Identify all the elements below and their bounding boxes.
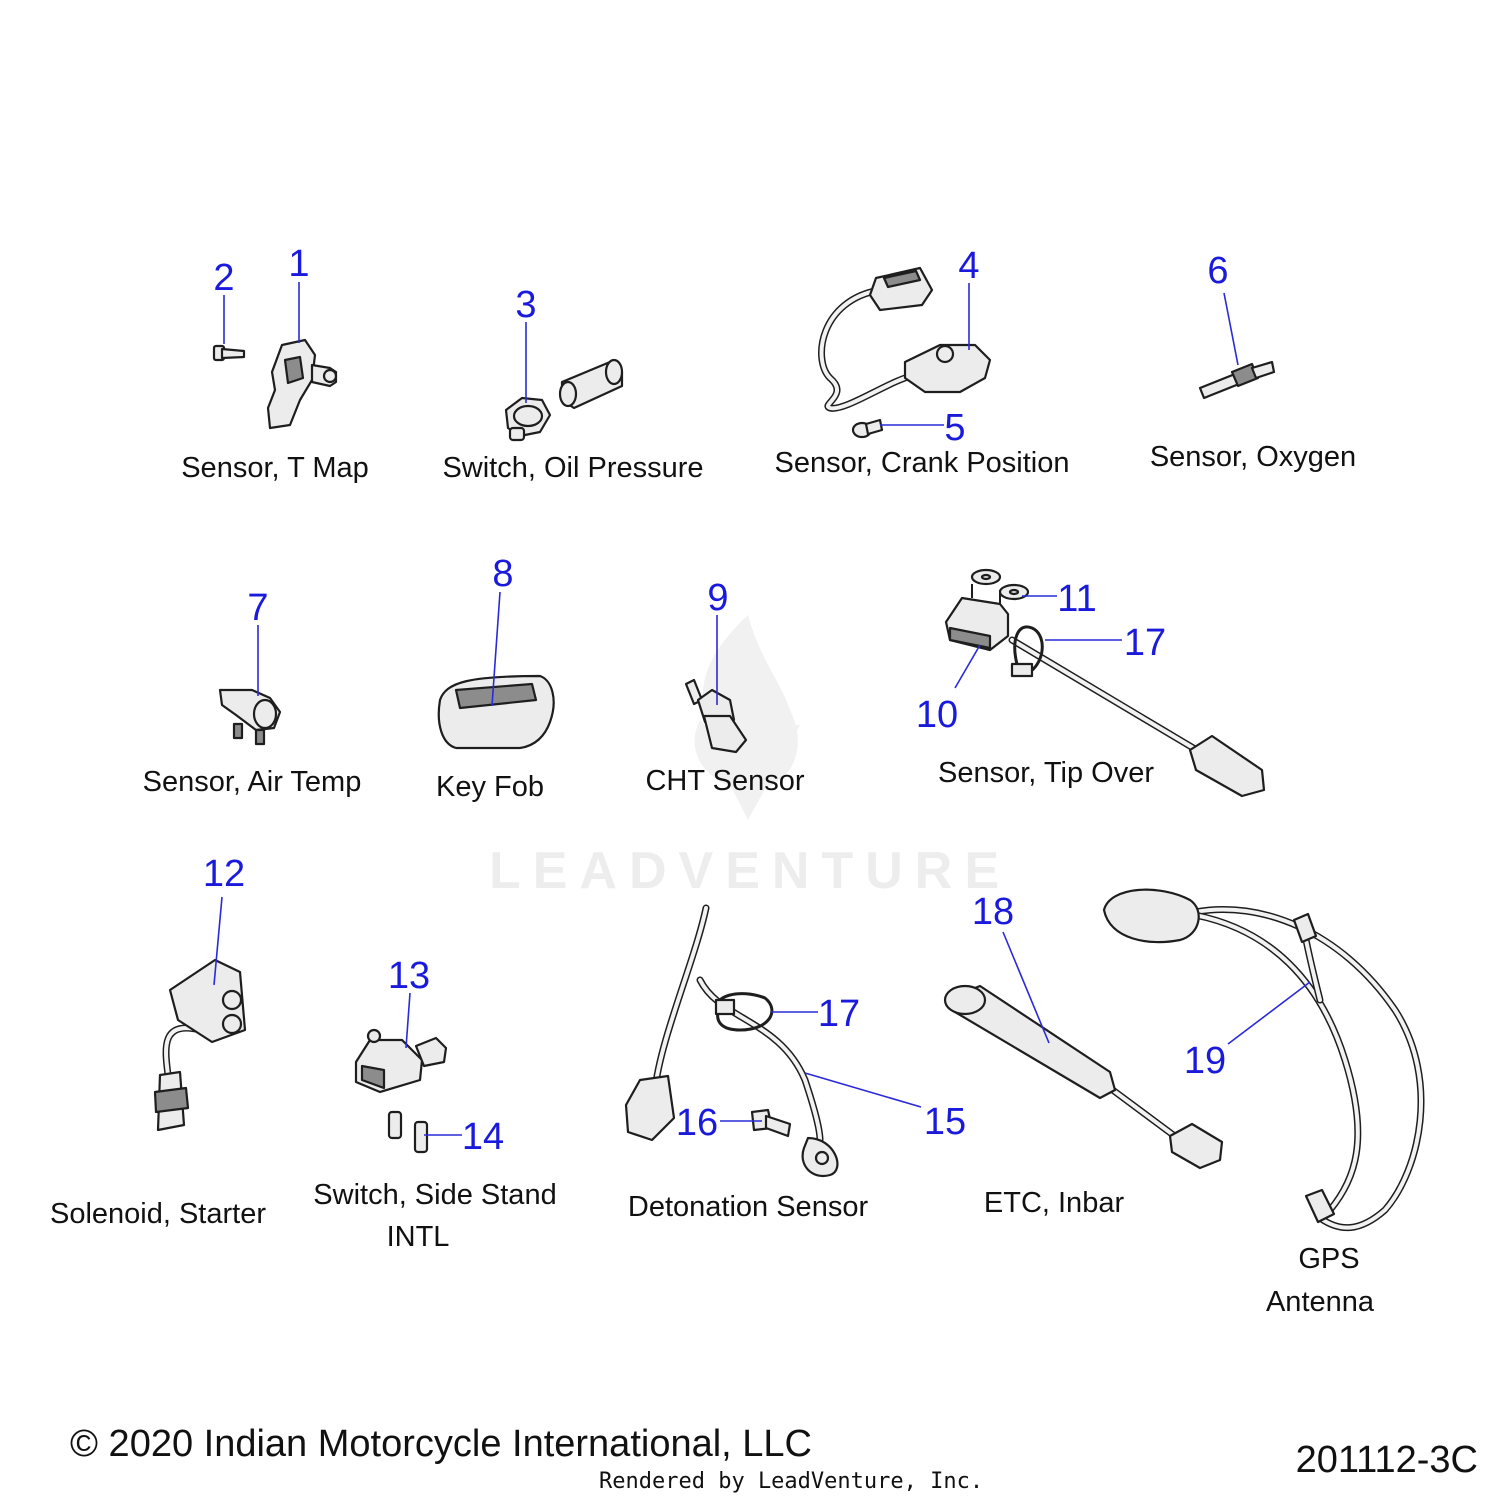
- callout-2[interactable]: 2: [213, 257, 234, 299]
- part-8-key-fob[interactable]: [437, 674, 555, 750]
- label-air-temp: Sensor, Air Temp: [143, 766, 362, 798]
- callout-14[interactable]: 14: [462, 1116, 504, 1158]
- callout-13[interactable]: 13: [388, 955, 430, 997]
- label-detonation: Detonation Sensor: [628, 1191, 869, 1223]
- callout-6[interactable]: 6: [1207, 250, 1228, 292]
- part-5-screw[interactable]: [851, 418, 884, 439]
- callout-8[interactable]: 8: [492, 553, 513, 595]
- part-10-tip-over-sensor[interactable]: [944, 584, 1266, 798]
- callout-15[interactable]: 15: [924, 1101, 966, 1143]
- part-17-cable-tie-lower[interactable]: [714, 992, 774, 1032]
- callout-7[interactable]: 7: [247, 587, 268, 629]
- part-17-cable-tie-upper[interactable]: [1010, 625, 1044, 678]
- watermark-text: LEADVENTURE: [489, 842, 1011, 900]
- callout-19[interactable]: 19: [1184, 1040, 1226, 1082]
- part-19-gps-antenna[interactable]: [1102, 888, 1425, 1232]
- part-11-washers[interactable]: [970, 568, 1030, 601]
- callout-16[interactable]: 16: [676, 1102, 718, 1144]
- part-14-screws[interactable]: [387, 1110, 429, 1154]
- label-crank-position: Sensor, Crank Position: [775, 447, 1070, 479]
- callout-10[interactable]: 10: [916, 694, 958, 736]
- callout-17-tip-over[interactable]: 17: [1124, 622, 1166, 664]
- callout-numbers: 1 2 3 4 5 6 7 8 9 10 11 17 12 13 14 15 1…: [203, 243, 1229, 1158]
- rendered-by: Rendered by LeadVenture, Inc.: [599, 1469, 983, 1494]
- label-gps-line1: GPS: [1298, 1243, 1359, 1275]
- callout-9[interactable]: 9: [707, 577, 728, 619]
- diagram-id: 201112-3C: [1296, 1439, 1478, 1481]
- part-6-oxygen-sensor[interactable]: [1198, 360, 1276, 400]
- part-18-etc-inbar[interactable]: [943, 984, 1224, 1170]
- part-2-bolt[interactable]: [212, 344, 246, 362]
- part-7-air-temp-sensor[interactable]: [218, 688, 282, 746]
- part-labels: Sensor, T Map Switch, Oil Pressure Senso…: [50, 441, 1375, 1318]
- copyright-notice: © 2020 Indian Motorcycle International, …: [70, 1423, 812, 1465]
- callout-18[interactable]: 18: [972, 891, 1014, 933]
- label-t-map: Sensor, T Map: [181, 452, 369, 484]
- part-9-cht-sensor[interactable]: [684, 678, 748, 754]
- label-oil-pressure: Switch, Oil Pressure: [442, 452, 703, 484]
- footer: © 2020 Indian Motorcycle International, …: [70, 1423, 1478, 1494]
- part-1-t-map-sensor[interactable]: [266, 338, 338, 430]
- callout-1[interactable]: 1: [288, 243, 309, 285]
- callout-11[interactable]: 11: [1057, 578, 1096, 620]
- label-cht: CHT Sensor: [645, 765, 804, 797]
- leader-lines: [213, 282, 1311, 1136]
- label-side-stand-line1: Switch, Side Stand: [313, 1179, 556, 1211]
- callout-17-detonation[interactable]: 17: [818, 993, 860, 1035]
- part-16-bolt[interactable]: [750, 1108, 792, 1138]
- label-tip-over: Sensor, Tip Over: [938, 757, 1154, 789]
- part-12-starter-solenoid[interactable]: [153, 958, 247, 1132]
- label-etc-inbar: ETC, Inbar: [984, 1187, 1125, 1219]
- part-13-side-stand-switch[interactable]: [354, 1028, 448, 1094]
- part-4-crank-position-sensor[interactable]: [818, 266, 992, 412]
- callout-5[interactable]: 5: [944, 407, 965, 449]
- part-3-oil-pressure-switch[interactable]: [504, 358, 624, 442]
- label-key-fob: Key Fob: [436, 771, 544, 803]
- callout-4[interactable]: 4: [958, 245, 979, 287]
- label-gps-line2: Antenna: [1266, 1286, 1375, 1318]
- callout-12[interactable]: 12: [203, 853, 245, 895]
- callout-3[interactable]: 3: [515, 284, 536, 326]
- label-oxygen: Sensor, Oxygen: [1150, 441, 1356, 473]
- label-solenoid: Solenoid, Starter: [50, 1198, 266, 1230]
- watermark: LEADVENTURE: [489, 615, 1011, 900]
- part-15-detonation-sensor[interactable]: [624, 904, 839, 1178]
- label-side-stand-line2: INTL: [387, 1221, 450, 1253]
